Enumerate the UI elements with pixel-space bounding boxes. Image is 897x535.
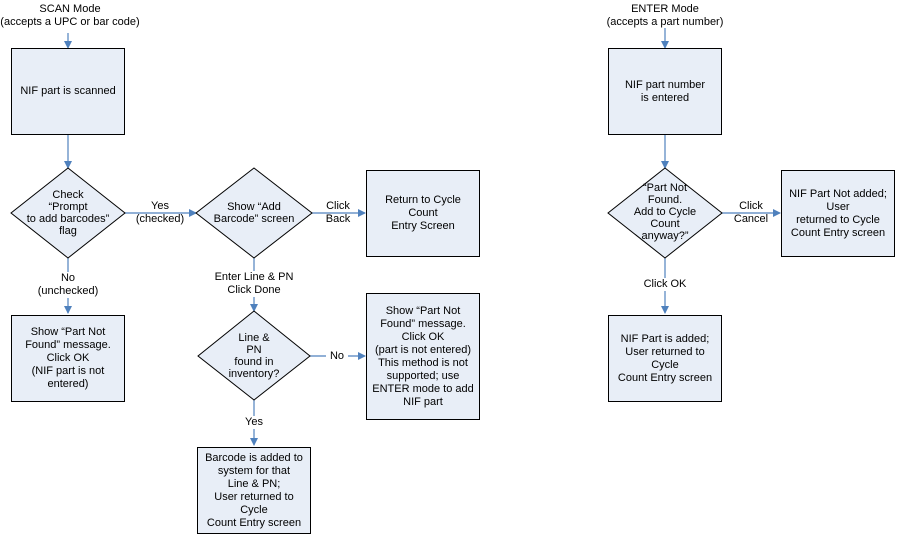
box-return-cycle-count: Return to Cycle Count Entry Screen xyxy=(366,170,480,257)
label-no: No xyxy=(326,350,348,363)
box-nif-part-not-added-text: NIF Part Not added; User returned to Cyc… xyxy=(789,187,887,239)
decision-line-pn-found xyxy=(197,310,311,401)
label-click-cancel: Click Cancel xyxy=(733,200,769,225)
label-enter-line-pn: Enter Line & PN Click Done xyxy=(204,271,304,297)
box-part-not-found-enter: Show “Part Not Found” message. Click OK … xyxy=(366,293,480,420)
box-nif-part-added-text: NIF Part is added; User returned to Cycl… xyxy=(617,332,713,384)
box-nif-part-scanned: NIF part is scanned xyxy=(11,48,125,135)
decision-show-add-barcode xyxy=(195,167,313,259)
label-click-back: Click Back xyxy=(325,200,351,225)
box-nif-part-number-entered: NIF part number is entered xyxy=(608,48,722,135)
box-nif-part-added: NIF Part is added; User returned to Cycl… xyxy=(608,315,722,402)
box-nif-part-not-added: NIF Part Not added; User returned to Cyc… xyxy=(781,170,895,257)
decision-check-flag xyxy=(10,167,126,259)
part-not-found-question-text: “Part Not Found. Add to Cycle Count anyw… xyxy=(633,182,697,242)
label-click-ok: Click OK xyxy=(630,278,700,291)
box-nif-part-scanned-text: NIF part is scanned xyxy=(20,85,116,97)
box-part-not-found-ok-text: Show “Part Not Found” message. Click OK … xyxy=(25,326,111,390)
line-pn-found-text: Line & PN found in inventory? xyxy=(228,332,280,380)
label-yes-checked: Yes (checked) xyxy=(135,200,185,225)
label-no-unchecked: No (unchecked) xyxy=(28,272,108,298)
label-yes: Yes xyxy=(240,416,268,429)
box-nif-part-number-entered-text: NIF part number is entered xyxy=(624,78,706,104)
box-barcode-added-text: Barcode is added to system for that Line… xyxy=(205,451,303,529)
check-flag-text: Check “Prompt to add barcodes” flag xyxy=(26,189,110,237)
box-part-not-found-enter-text: Show “Part Not Found” message. Click OK … xyxy=(372,304,474,408)
box-return-cycle-count-text: Return to Cycle Count Entry Screen xyxy=(385,194,461,232)
enter-mode-heading: ENTER Mode (accepts a part number) xyxy=(606,3,724,28)
scan-mode-heading: SCAN Mode (accepts a UPC or bar code) xyxy=(0,3,140,28)
box-part-not-found-ok: Show “Part Not Found” message. Click OK … xyxy=(11,315,125,402)
show-add-barcode-text: Show “Add Barcode” screen xyxy=(213,201,295,225)
decision-part-not-found xyxy=(607,167,723,259)
box-barcode-added: Barcode is added to system for that Line… xyxy=(197,447,311,534)
